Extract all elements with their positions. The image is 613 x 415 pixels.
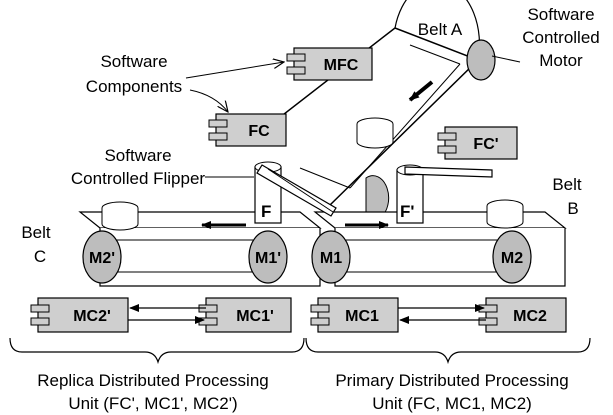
flipper-label-line2: Controlled Flipper [71, 169, 206, 188]
motor-m2: M2 [492, 230, 532, 284]
motor-label-line1: Software [527, 5, 594, 24]
component-fc-prime-label: FC' [473, 136, 498, 153]
flipper-f-prime-arm [404, 166, 493, 178]
component-mc2: MC2 [478, 297, 567, 333]
flipper-f-arm [256, 164, 337, 217]
motor-m1-label: M1 [320, 250, 342, 267]
belt-a-motor [466, 39, 496, 81]
belt-a-direction-arrow [408, 80, 434, 102]
belt-c-label-line1: Belt [21, 223, 51, 242]
link-mc1-prime-mc2-prime [128, 304, 206, 324]
flipper-label-line1: Software [104, 146, 171, 165]
component-mfc-label: MFC [324, 57, 359, 74]
component-fc: FC [208, 113, 287, 147]
package-belt-c [101, 201, 139, 231]
replica-unit-label-line1: Replica Distributed Processing [37, 371, 269, 390]
component-fc-prime: FC' [437, 126, 518, 160]
component-mc2-label: MC2 [513, 308, 547, 325]
primary-unit-brace [305, 337, 591, 365]
flipper-f-prime: F' [396, 164, 493, 224]
primary-unit-label-line1: Primary Distributed Processing [335, 371, 568, 390]
software-components-label-line2: Components [86, 77, 182, 96]
motor-m2-prime-label: M2' [89, 250, 115, 267]
motor-m1-prime-label: M1' [255, 250, 281, 267]
component-mc1-label: MC1 [345, 308, 379, 325]
component-fc-label: FC [248, 123, 270, 140]
software-components-pointers [185, 62, 284, 112]
link-mc1-mc2 [398, 304, 486, 324]
component-mc2-prime-label: MC2' [73, 308, 111, 325]
software-components-label-line1: Software [100, 52, 167, 71]
component-mc1: MC1 [310, 297, 399, 333]
motor-m1: M1 [311, 230, 351, 284]
belt-b-label-line2: B [567, 199, 578, 218]
motor-m2-prime: M2' [82, 230, 122, 284]
motor-label-line3: Motor [539, 51, 583, 70]
motor-label-line2: Controlled [522, 28, 600, 47]
component-mfc: MFC [286, 47, 373, 81]
motor-pointer [491, 55, 521, 63]
replica-unit-brace [9, 337, 305, 365]
flipper-f-label: F [261, 202, 271, 221]
motor-m2-label: M2 [501, 250, 523, 267]
component-mc1-prime: MC1' [198, 297, 292, 333]
package-belt-a [356, 117, 394, 149]
motor-m1-prime: M1' [248, 230, 288, 284]
replica-unit-label-line2: Unit (FC', MC1', MC2') [68, 394, 237, 413]
belt-c-label-line2: C [34, 247, 46, 266]
primary-unit-label-line2: Unit (FC, MC1, MC2) [372, 394, 532, 413]
flipper-f: F [254, 161, 337, 224]
flipper-f-prime-label: F' [400, 202, 414, 221]
belt-a-label: Belt A [418, 20, 463, 39]
component-mc2-prime: MC2' [30, 297, 129, 333]
belt-b-label-line1: Belt [552, 175, 582, 194]
component-mc1-prime-label: MC1' [236, 308, 274, 325]
package-belt-b [486, 199, 524, 229]
